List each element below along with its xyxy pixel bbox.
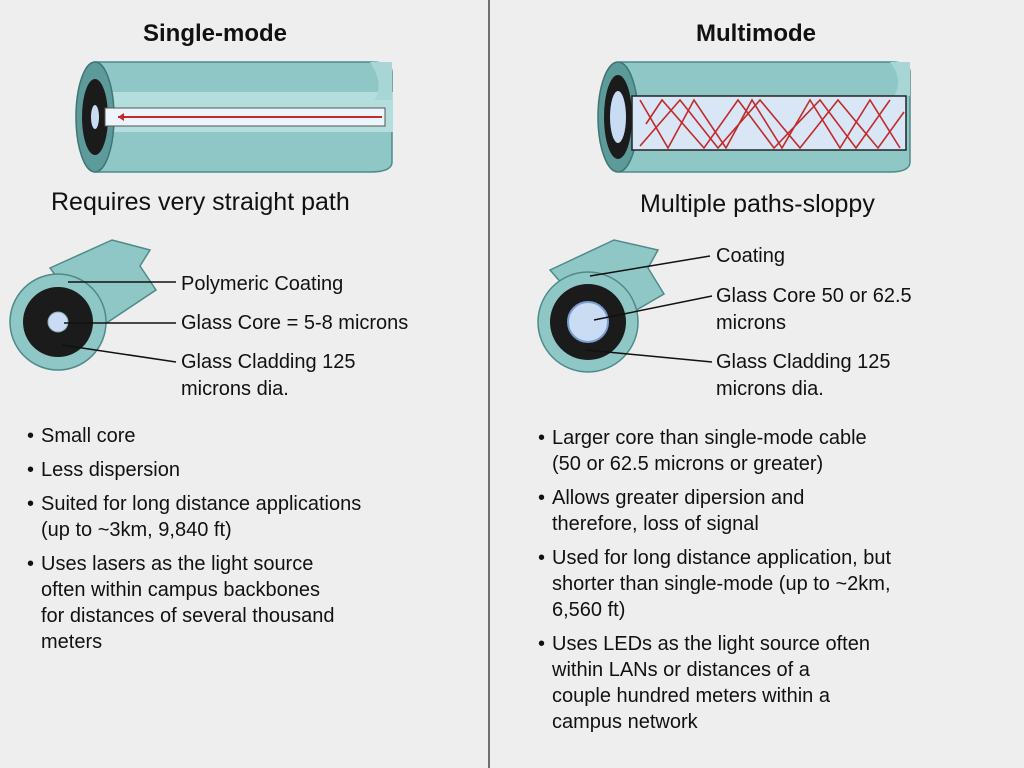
list-item: Used for long distance application, but … (538, 545, 1018, 623)
multimode-caption: Multiple paths-sloppy (640, 190, 875, 218)
multimode-bullet-list: Larger core than single-mode cable (50 o… (538, 425, 1018, 743)
list-item: Less dispersion (27, 457, 477, 483)
list-item: Larger core than single-mode cable (50 o… (538, 425, 1018, 477)
single-mode-coating-label: Polymeric Coating (181, 273, 344, 295)
single-mode-title: Single-mode (143, 20, 288, 47)
single-mode-cladding-label: Glass Cladding 125 microns dia. (181, 351, 356, 400)
multimode-cladding-label: Glass Cladding 125 microns dia. (716, 351, 891, 400)
list-item: Uses lasers as the light source often wi… (27, 551, 477, 655)
multimode-light-ray-2 (639, 98, 905, 150)
list-item: Small core (27, 423, 477, 449)
single-mode-core-label: Glass Core = 5-8 microns (181, 312, 409, 334)
multimode-diagrams (537, 61, 911, 373)
panel-divider (488, 0, 490, 768)
single-mode-cable-side-view (75, 61, 393, 173)
list-item: Suited for long distance applications (u… (27, 491, 477, 543)
multimode-coating-label: Coating (716, 245, 785, 267)
multimode-core-label: Glass Core 50 or 62.5 microns (716, 285, 912, 334)
single-mode-cross-section (9, 239, 177, 371)
multimode-title: Multimode (696, 20, 816, 47)
multimode-light-ray-1 (639, 98, 901, 150)
multimode-light-ray-3 (645, 98, 891, 150)
list-item: Allows greater dipersion and therefore, … (538, 485, 1018, 537)
single-mode-bullet-list: Small core Less dispersion Suited for lo… (27, 423, 477, 663)
list-item: Uses LEDs as the light source often with… (538, 631, 1018, 735)
multimode-cross-section (537, 239, 713, 373)
multimode-panel: Multimode Multiple paths-sloppy Coating … (490, 0, 1024, 768)
single-mode-diagrams (9, 61, 393, 371)
single-mode-caption: Requires very straight path (51, 188, 350, 216)
single-mode-panel: Single-mode Requires very straight path … (0, 0, 488, 768)
multimode-cable-side-view (597, 61, 911, 173)
